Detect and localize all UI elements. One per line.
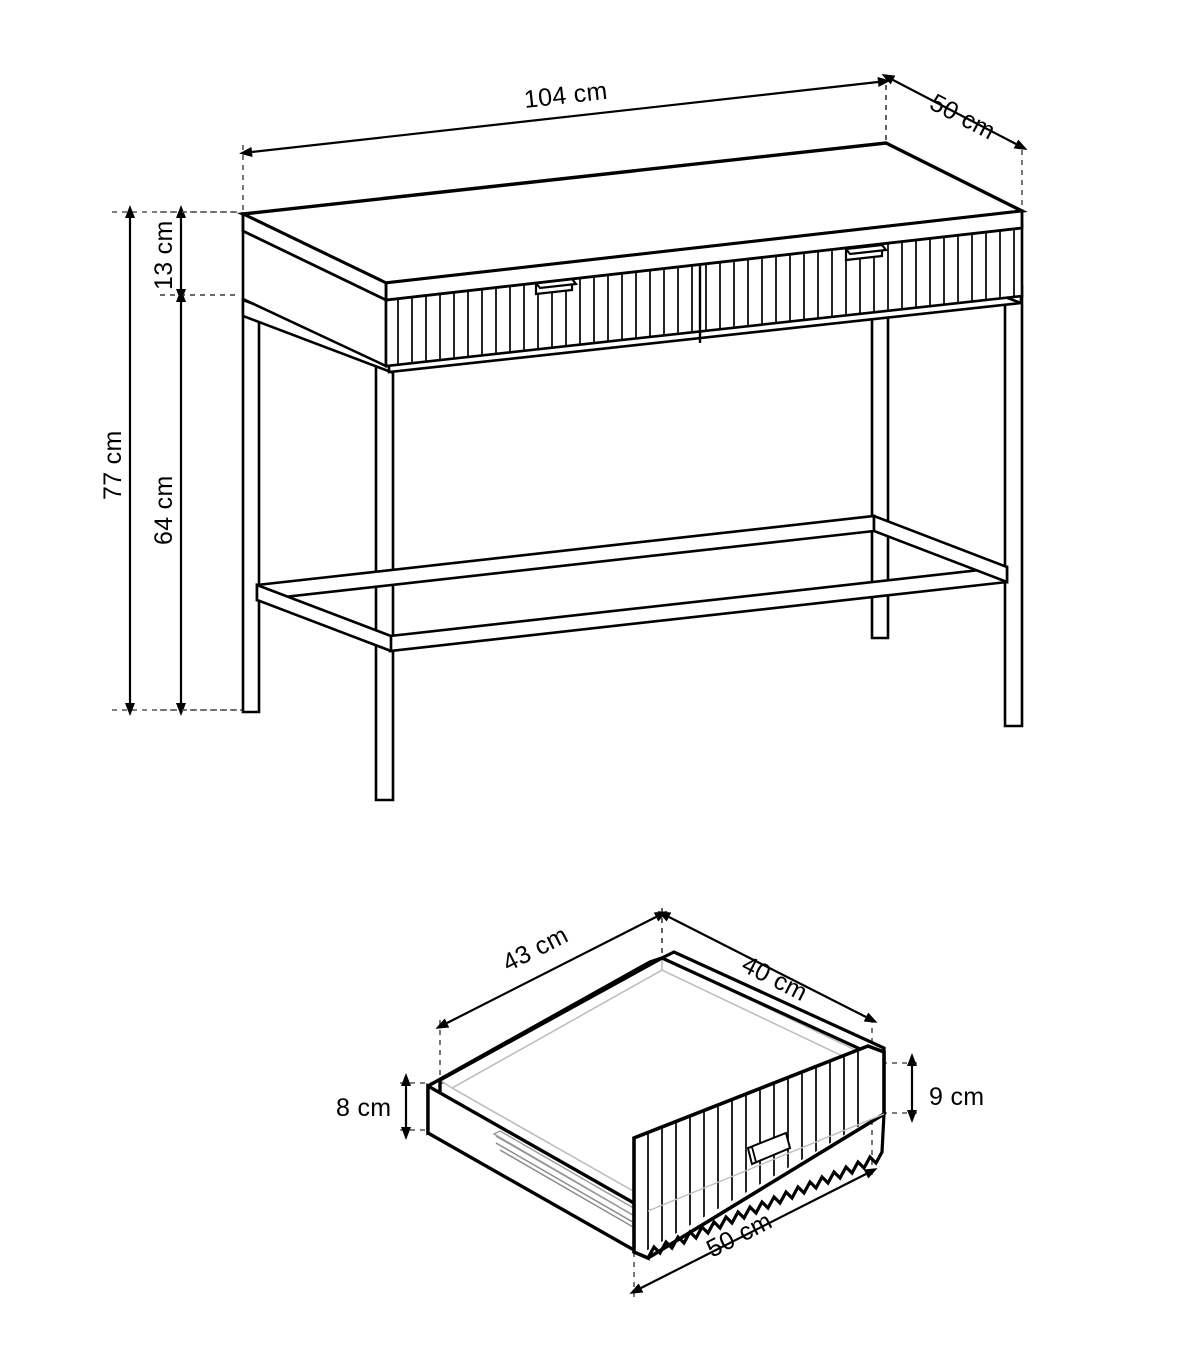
dimension-leg-height: 64 cm (150, 289, 246, 716)
dimension-label-drawer-band: 13 cm (150, 220, 178, 290)
dimension-label-total-height: 77 cm (99, 430, 127, 500)
drawer-front-handle-notch[interactable] (746, 1131, 792, 1166)
dimension-label-leg-height: 64 cm (150, 475, 178, 545)
dimension-arrow (239, 77, 891, 157)
drawer-front-bottom-sawtooth (646, 1113, 886, 1259)
leg-back-left (241, 298, 261, 714)
drawer-box (426, 950, 886, 1261)
stretcher-right-side (872, 514, 1009, 584)
stretcher-left-side (255, 583, 393, 653)
stretcher-front (388, 565, 1009, 653)
dimension-label-drawer-front-height: 9 cm (929, 1083, 984, 1111)
dimension-arrow (629, 1168, 878, 1294)
drawer-front-inner-seam (647, 1113, 885, 1212)
top-reveal-left (258, 221, 385, 283)
view-desk: 104 cm 50 cm 13 cm 64 cm 77 (99, 73, 1028, 802)
dimension-arrow (657, 911, 878, 1023)
drawer-side-right-rim (658, 950, 886, 1063)
dimension-arrow (435, 911, 668, 1029)
dimension-label-desk-width: 104 cm (523, 77, 609, 114)
dimension-arrow (881, 73, 1028, 151)
dimension-label-desk-depth: 50 cm (925, 88, 1000, 145)
dimension-drawer-band: 13 cm (150, 205, 240, 302)
dimension-drawer-front-height: 9 cm (862, 1053, 984, 1123)
desk-table-top (236, 141, 1028, 303)
drawer-front-top-edge (633, 1044, 869, 1140)
dimension-label-drawer-side-height: 8 cm (336, 1094, 391, 1122)
dimension-total-height: 77 cm (99, 205, 246, 716)
fluted-slats (397, 225, 1015, 366)
leg-front-right (1003, 285, 1024, 728)
view-drawer: 43 cm 40 cm 8 cm 9 cm 50 cm (336, 908, 984, 1300)
stretcher-back (255, 514, 876, 602)
dimension-label-drawer-depth: 43 cm (498, 921, 573, 978)
